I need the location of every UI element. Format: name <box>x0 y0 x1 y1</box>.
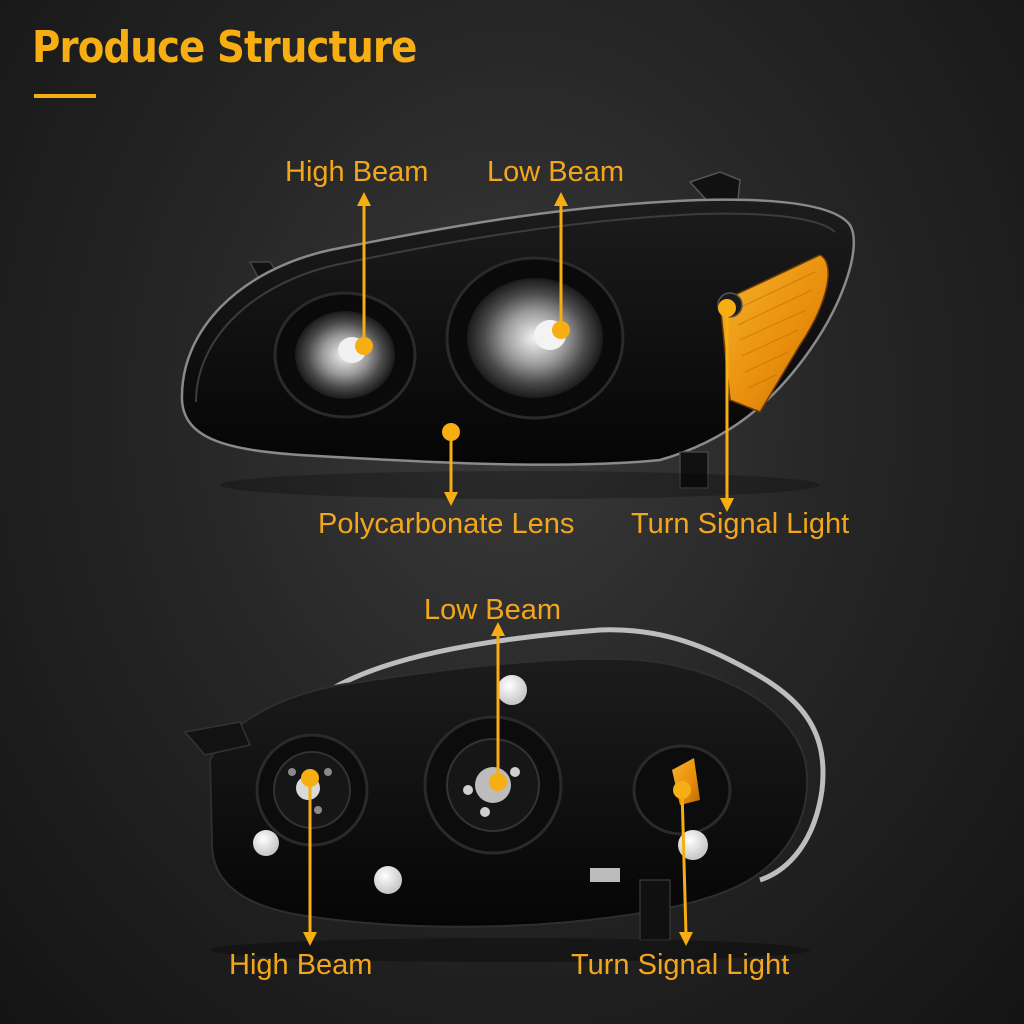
rear-turn-signal-label: Turn Signal Light <box>571 949 790 981</box>
rear-low-beam-label: Low Beam <box>424 594 562 626</box>
title-underline <box>34 94 96 98</box>
page-title: Produce Structure <box>32 22 417 73</box>
front-callouts <box>355 192 736 512</box>
front-low-beam-label: Low Beam <box>487 156 625 188</box>
front-lens-label: Polycarbonate Lens <box>318 508 575 540</box>
front-headlight <box>180 171 855 499</box>
front-turn-signal-label: Turn Signal Light <box>631 508 850 540</box>
front-high-beam-label: High Beam <box>285 156 429 188</box>
rear-headlight <box>183 627 826 962</box>
rear-callouts <box>301 622 693 946</box>
rear-high-beam-label: High Beam <box>229 949 373 981</box>
